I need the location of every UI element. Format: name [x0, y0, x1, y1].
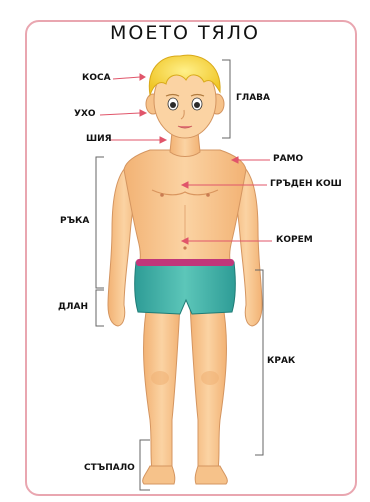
- label-head: ГЛАВА: [236, 93, 270, 103]
- label-belly: КОРЕМ: [276, 235, 313, 245]
- label-neck: ШИЯ: [86, 134, 112, 144]
- shorts: [135, 259, 236, 314]
- legs: [144, 300, 227, 470]
- label-ear: УХО: [74, 109, 96, 119]
- label-palm: ДЛАН: [58, 302, 88, 312]
- label-hair: КОСА: [82, 73, 111, 83]
- feet: [143, 466, 228, 484]
- label-arm: РЪКА: [60, 216, 89, 226]
- label-shoulder: РАМО: [273, 154, 303, 164]
- label-chest: ГРЪДЕН КОШ: [270, 179, 342, 189]
- label-foot: СТЪПАЛО: [84, 463, 135, 473]
- label-leg: КРАК: [267, 356, 295, 366]
